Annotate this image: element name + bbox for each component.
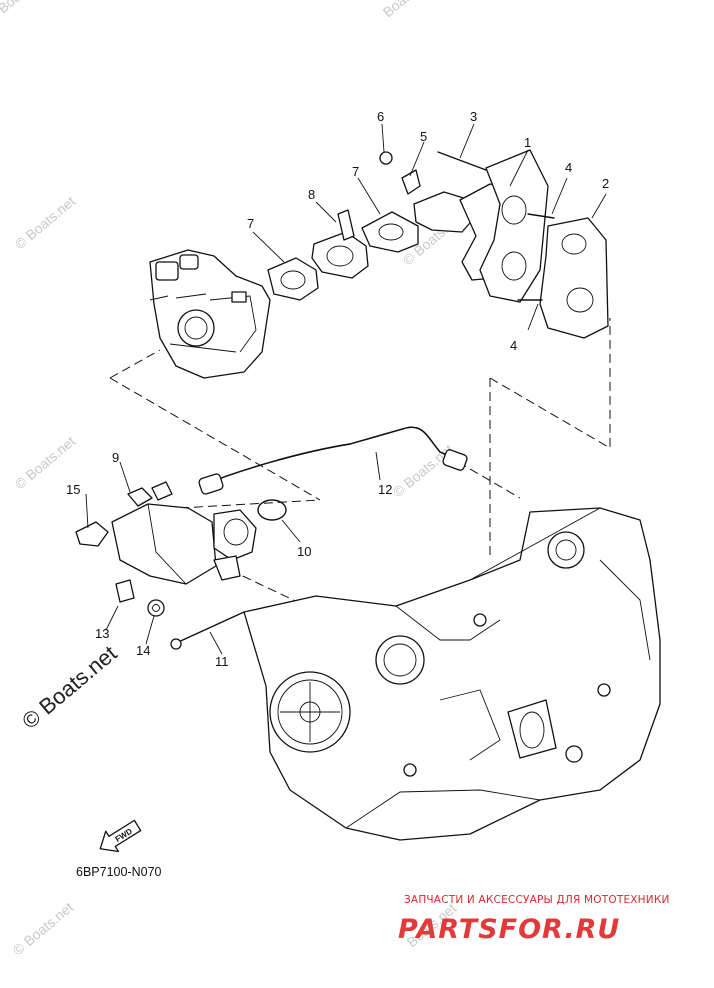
callout-3: 3 — [470, 109, 477, 124]
callout-5: 5 — [420, 129, 427, 144]
callout-11: 11 — [215, 654, 229, 669]
watermark-text: Boats.net — [0, 0, 50, 16]
gasket-right — [361, 211, 419, 253]
callout-13: 13 — [95, 626, 109, 641]
callout-14: 14 — [136, 643, 150, 658]
advert-tagline: ЗАПЧАСТИ И АКСЕССУАРЫ ДЛЯ МОТОТЕХНИКИ — [404, 894, 670, 906]
o-ring — [257, 499, 287, 521]
throttle-plate — [311, 209, 369, 279]
callouts: 1 2 3 4 4 5 6 7 7 8 9 10 11 12 13 14 15 — [66, 109, 609, 669]
boats-net-watermark: © Boats.net — [17, 641, 121, 734]
advert-logo: PARTSFOR.RU — [398, 914, 620, 945]
callout-1: 1 — [524, 135, 531, 150]
small-parts-middle — [75, 521, 245, 650]
watermark-text: Boats.net — [380, 0, 436, 20]
callout-12: 12 — [378, 482, 392, 497]
hose — [198, 426, 468, 495]
callout-6: 6 — [377, 109, 384, 124]
callout-2: 2 — [602, 176, 609, 191]
intake-manifold — [413, 149, 549, 303]
leader-lines-upper — [252, 123, 607, 331]
intake-silencer — [111, 481, 257, 585]
leader-lines-middle — [85, 451, 381, 655]
carburetor — [149, 249, 271, 379]
watermark-text: © Boats.net — [12, 193, 79, 252]
manifold-gasket — [539, 217, 609, 339]
fwd-arrow: FWD — [99, 819, 142, 853]
watermark-text: © Boats.net — [390, 441, 457, 500]
gasket-left — [267, 257, 319, 301]
callout-8: 8 — [308, 187, 315, 202]
callout-4a: 4 — [565, 160, 572, 175]
callout-15: 15 — [66, 482, 80, 497]
watermark-text: © Boats.net — [10, 899, 77, 958]
callout-7b: 7 — [247, 216, 254, 231]
reference-code: 6BP7100-N070 — [76, 865, 162, 879]
callout-4b: 4 — [510, 338, 517, 353]
callout-9: 9 — [112, 450, 119, 465]
callout-10: 10 — [297, 544, 311, 559]
callout-7a: 7 — [352, 164, 359, 179]
engine-block — [243, 507, 661, 841]
